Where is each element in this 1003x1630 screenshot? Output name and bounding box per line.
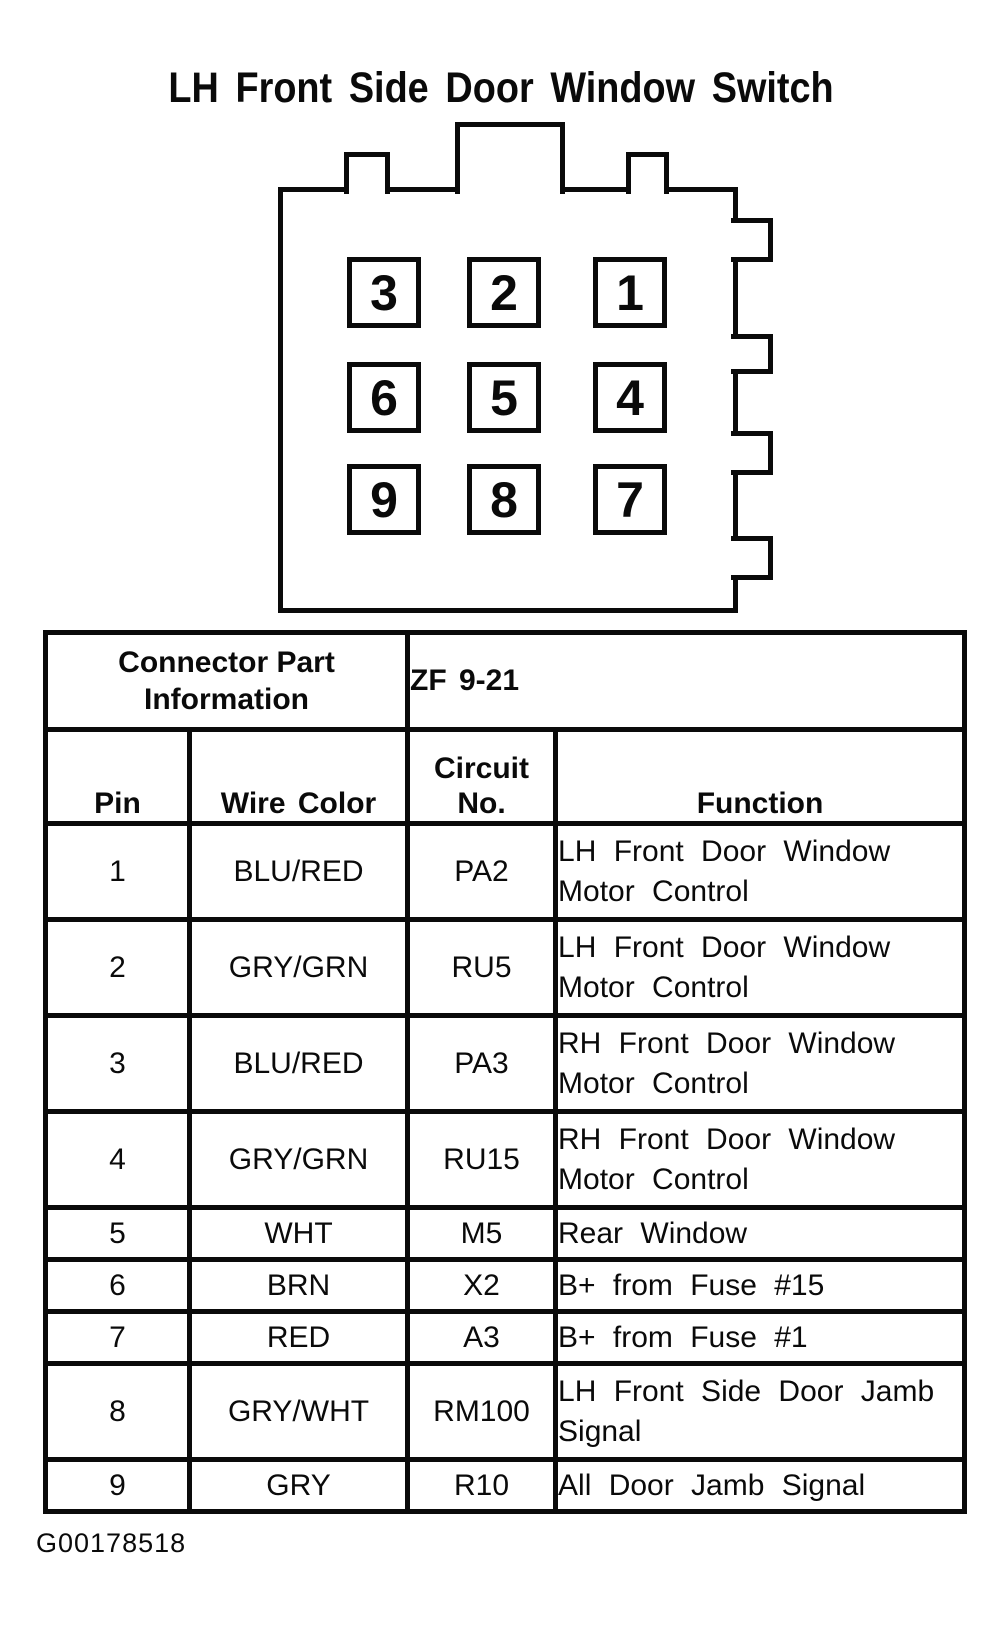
table-row: 1 BLU/RED PA2 LH Front Door Window Motor… <box>43 821 968 922</box>
connector-right-tab-3 <box>731 431 773 475</box>
wire-color-cell: GRY/GRN <box>186 917 411 1018</box>
circuit-no-cell: RU5 <box>405 917 559 1018</box>
table-row: 4 GRY/GRN RU15 RH Front Door Window Moto… <box>43 1109 968 1210</box>
connector-pinout-table: Connector Part Information ZF 9-21 Pin W… <box>42 630 968 1514</box>
function-cell: B+ from Fuse #15 <box>553 1257 968 1314</box>
pin-cell: 7 <box>43 1309 192 1366</box>
wire-color-cell: RED <box>186 1309 411 1366</box>
pin-box-4: 4 <box>593 362 667 433</box>
pin-box-8: 8 <box>467 464 541 535</box>
function-cell: LH Front Side Door Jamb Signal <box>553 1361 968 1462</box>
wire-color-cell: BRN <box>186 1257 411 1314</box>
wire-color-cell: WHT <box>186 1205 411 1262</box>
circuit-no-cell: M5 <box>405 1205 559 1262</box>
function-cell: B+ from Fuse #1 <box>553 1309 968 1366</box>
function-cell: RH Front Door Window Motor Control <box>553 1013 968 1114</box>
page-title-wrap: LH Front Side Door Window Switch <box>0 64 1003 113</box>
function-cell: LH Front Door Window Motor Control <box>553 821 968 922</box>
pin-cell: 6 <box>43 1257 192 1314</box>
pin-cell: 8 <box>43 1361 192 1462</box>
circuit-no-cell: X2 <box>405 1257 559 1314</box>
circuit-no-cell: A3 <box>405 1309 559 1366</box>
column-header-pin: Pin <box>43 727 192 826</box>
wire-color-cell: BLU/RED <box>186 821 411 922</box>
circuit-no-cell: R10 <box>405 1457 559 1514</box>
connector-top-tab-left <box>344 152 390 194</box>
table-row: 5 WHT M5 Rear Window <box>43 1205 968 1262</box>
table-row: 7 RED A3 B+ from Fuse #1 <box>43 1309 968 1366</box>
pin-cell: 1 <box>43 821 192 922</box>
circuit-no-cell: PA2 <box>405 821 559 922</box>
circuit-no-cell: RU15 <box>405 1109 559 1210</box>
wire-color-cell: BLU/RED <box>186 1013 411 1114</box>
pin-box-5: 5 <box>467 362 541 433</box>
function-cell: LH Front Door Window Motor Control <box>553 917 968 1018</box>
connector-right-tab-1 <box>731 218 773 262</box>
wire-color-cell: GRY/WHT <box>186 1361 411 1462</box>
pin-box-6: 6 <box>347 362 421 433</box>
function-cell: Rear Window <box>553 1205 968 1262</box>
wire-color-cell: GRY/GRN <box>186 1109 411 1210</box>
table-header-part-info-row: Connector Part Information ZF 9-21 <box>42 630 968 732</box>
pin-cell: 5 <box>43 1205 192 1262</box>
pin-box-9: 9 <box>347 464 421 535</box>
pin-box-2: 2 <box>467 257 541 328</box>
pin-cell: 9 <box>43 1457 192 1514</box>
connector-right-tab-4 <box>731 536 773 580</box>
table-row: 6 BRN X2 B+ from Fuse #15 <box>43 1257 968 1314</box>
part-number: ZF 9-21 <box>405 630 968 732</box>
function-cell: All Door Jamb Signal <box>553 1457 968 1514</box>
table-column-header-row: Pin Wire Color Circuit No. Function <box>43 727 968 826</box>
function-cell: RH Front Door Window Motor Control <box>553 1109 968 1210</box>
connector-diagram: 3 2 1 6 5 4 9 8 7 <box>0 0 1003 630</box>
part-info-label: Connector Part Information <box>42 630 411 732</box>
column-header-function: Function <box>553 727 968 826</box>
connector-top-tab-center <box>455 122 565 194</box>
table-row: 9 GRY R10 All Door Jamb Signal <box>43 1457 968 1514</box>
circuit-no-cell: PA3 <box>405 1013 559 1114</box>
circuit-no-cell: RM100 <box>405 1361 559 1462</box>
wire-color-cell: GRY <box>186 1457 411 1514</box>
page-title: LH Front Side Door Window Switch <box>168 64 835 112</box>
pin-box-7: 7 <box>593 464 667 535</box>
connector-top-tab-right <box>626 152 669 194</box>
pin-box-3: 3 <box>347 257 421 328</box>
table-row: 2 GRY/GRN RU5 LH Front Door Window Motor… <box>43 917 968 1018</box>
pin-cell: 4 <box>43 1109 192 1210</box>
pin-cell: 3 <box>43 1013 192 1114</box>
pin-cell: 2 <box>43 917 192 1018</box>
column-header-wire-color: Wire Color <box>186 727 411 826</box>
table-row: 3 BLU/RED PA3 RH Front Door Window Motor… <box>43 1013 968 1114</box>
pin-box-1: 1 <box>593 257 667 328</box>
table-row: 8 GRY/WHT RM100 LH Front Side Door Jamb … <box>43 1361 968 1462</box>
figure-code: G00178518 <box>36 1528 187 1558</box>
connector-right-tab-2 <box>731 334 773 374</box>
column-header-circuit-no: Circuit No. <box>405 727 559 826</box>
